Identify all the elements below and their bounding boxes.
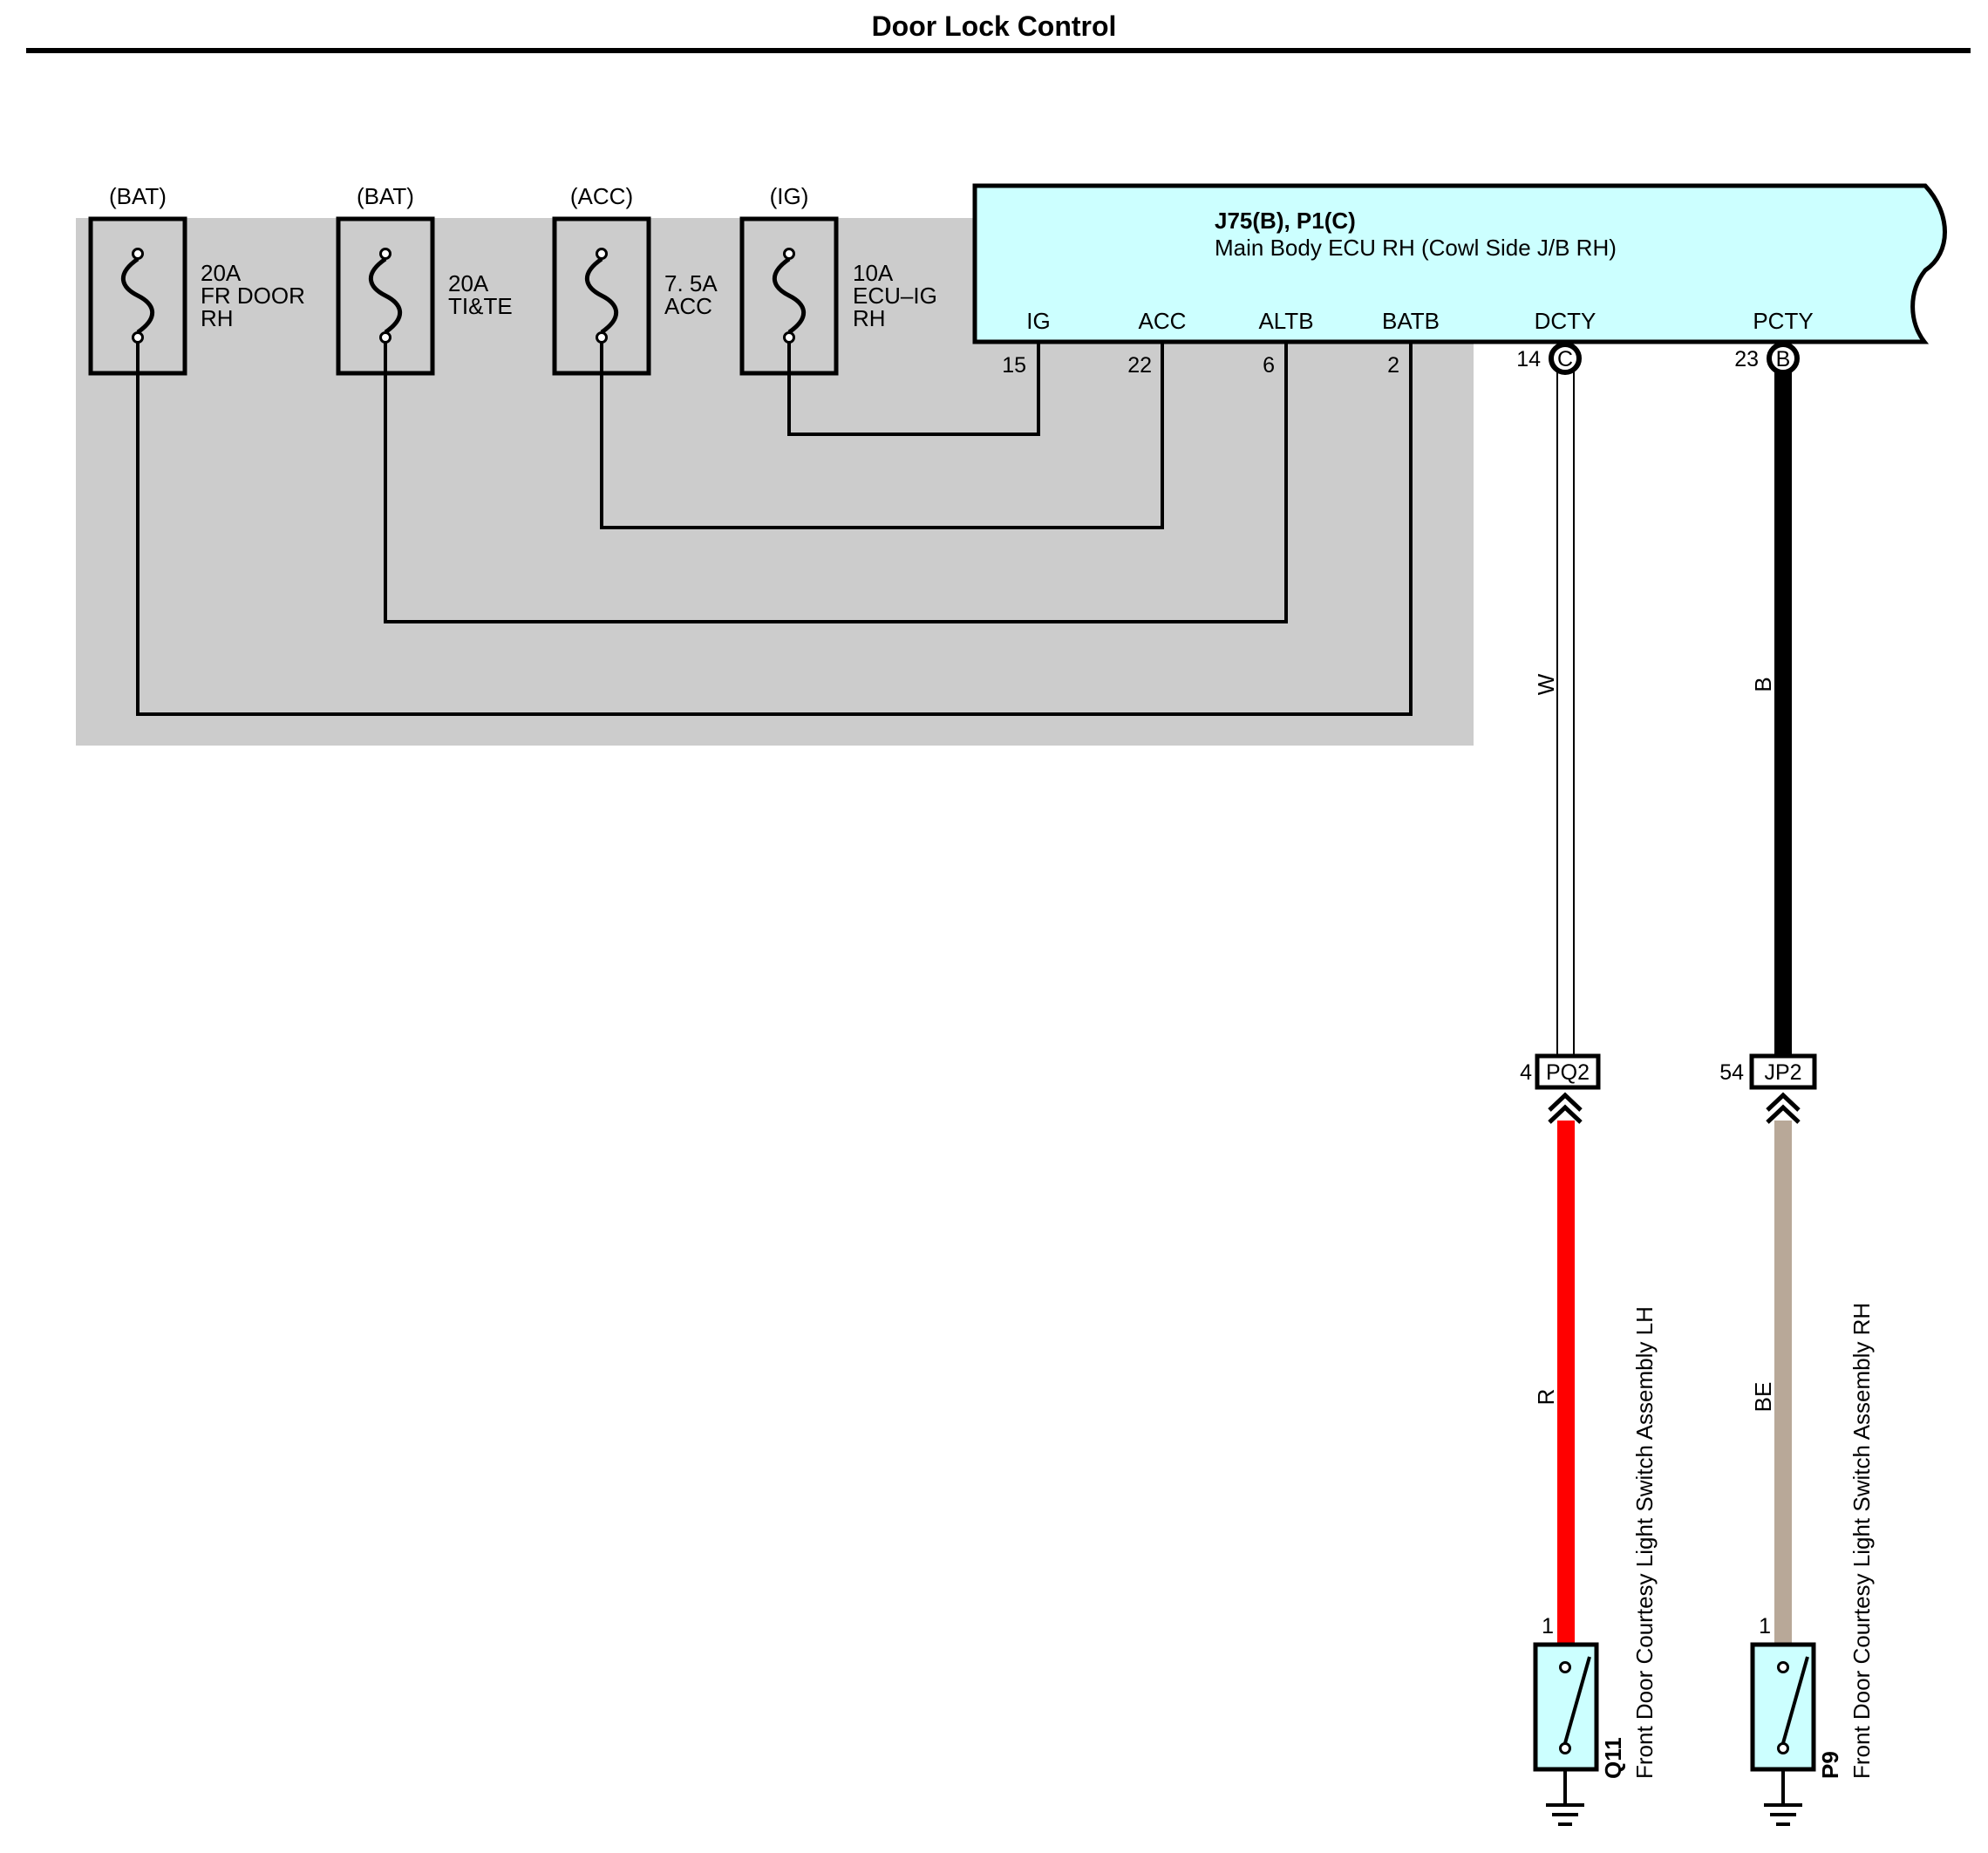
pin-number: 14 bbox=[1516, 347, 1541, 371]
connector-pin: 4 bbox=[1520, 1060, 1532, 1085]
fuse-source-label: (ACC) bbox=[570, 183, 633, 209]
ground-icon bbox=[1546, 1803, 1584, 1826]
connector-name: PQ2 bbox=[1546, 1060, 1590, 1085]
fuse-element-icon bbox=[120, 256, 155, 335]
pin-number: 2 bbox=[1387, 353, 1399, 378]
fuse-rating: 20A bbox=[448, 270, 489, 296]
connector-chevron-icon bbox=[1548, 1104, 1583, 1124]
fuse-rating: 20A bbox=[201, 260, 242, 286]
supply-wires bbox=[136, 341, 1413, 716]
switch-p9: 1 P9 Front Door Courtesy Light Switch As… bbox=[1750, 1303, 1875, 1826]
switch-pin: 1 bbox=[1542, 1614, 1554, 1638]
fuse-name-line1: ACC bbox=[664, 293, 712, 319]
terminal-label: ACC bbox=[1139, 308, 1187, 334]
switch-contact-icon bbox=[1781, 1656, 1809, 1744]
wire-ig bbox=[787, 341, 1040, 436]
switch-name: Front Door Courtesy Light Switch Assembl… bbox=[1631, 1306, 1658, 1779]
switch-q11: 1 Q11 Front Door Courtesy Light Switch A… bbox=[1533, 1306, 1658, 1826]
wire-pcty-upper bbox=[1774, 371, 1792, 1055]
fuse-name-line1: FR DOOR bbox=[201, 283, 305, 309]
terminal-label: PCTY bbox=[1753, 308, 1813, 334]
connector-name: JP2 bbox=[1764, 1060, 1801, 1085]
fuse-name-line1: ECU–IG bbox=[853, 283, 937, 309]
pin-number: 15 bbox=[1002, 353, 1026, 378]
connector-letter: C bbox=[1557, 347, 1573, 371]
wire-color-label: B bbox=[1750, 677, 1776, 691]
pin-number: 22 bbox=[1127, 353, 1152, 378]
fuse-element-icon bbox=[584, 256, 619, 335]
fuse-rating: 7. 5A bbox=[664, 270, 718, 296]
connector-chevron-icon bbox=[1548, 1092, 1583, 1112]
page-title: Door Lock Control bbox=[871, 10, 1117, 42]
main-body-ecu: J75(B), P1(C) Main Body ECU RH (Cowl Sid… bbox=[972, 183, 1947, 344]
wire-altb bbox=[384, 341, 1288, 623]
pin-number: 6 bbox=[1263, 353, 1275, 378]
wire-batb bbox=[136, 341, 1413, 716]
fuse-name-line2: RH bbox=[853, 305, 886, 331]
terminal-label: BATB bbox=[1382, 308, 1440, 334]
connector-jp2: 54 JP2 bbox=[1719, 1053, 1817, 1124]
switch-pin: 1 bbox=[1759, 1614, 1771, 1638]
connector-chevron-icon bbox=[1766, 1104, 1801, 1124]
wire-color-label: W bbox=[1533, 673, 1559, 695]
fuse-source-label: (IG) bbox=[770, 183, 809, 209]
fuse-name-line1: TI&TE bbox=[448, 293, 513, 319]
fuse-fr-door-rh: (BAT) 20A FR DOOR RH bbox=[88, 183, 305, 376]
wire-color-label: BE bbox=[1750, 1382, 1776, 1413]
fuse-name-line2: RH bbox=[201, 305, 234, 331]
fuse-ti-te: (BAT) 20A TI&TE bbox=[336, 183, 513, 376]
pin-number: 23 bbox=[1734, 347, 1759, 371]
terminal-label: IG bbox=[1026, 308, 1050, 334]
ground-icon bbox=[1764, 1803, 1802, 1826]
switch-id: P9 bbox=[1817, 1751, 1843, 1779]
wire-pcty-lower bbox=[1774, 1121, 1792, 1645]
connector-chevron-icon bbox=[1766, 1092, 1801, 1112]
fuse-rating: 10A bbox=[853, 260, 894, 286]
wire-color-label: R bbox=[1533, 1389, 1559, 1406]
ecu-name: Main Body ECU RH (Cowl Side J/B RH) bbox=[1215, 235, 1617, 261]
wire-acc bbox=[600, 341, 1164, 529]
terminal-label: DCTY bbox=[1535, 308, 1597, 334]
fuse-element-icon bbox=[368, 256, 403, 335]
switch-name: Front Door Courtesy Light Switch Assembl… bbox=[1848, 1303, 1875, 1779]
switch-contact-icon bbox=[1563, 1656, 1591, 1744]
wire-dcty-lower bbox=[1557, 1121, 1575, 1645]
switch-id: Q11 bbox=[1600, 1737, 1626, 1779]
fuse-source-label: (BAT) bbox=[357, 183, 414, 209]
wire-dcty-upper bbox=[1556, 371, 1575, 1055]
connector-pq2: 4 PQ2 bbox=[1520, 1053, 1601, 1124]
fuse-source-label: (BAT) bbox=[109, 183, 167, 209]
header-rule bbox=[26, 48, 1971, 53]
terminal-label: ALTB bbox=[1258, 308, 1313, 334]
ecu-connector-b: B bbox=[1767, 342, 1800, 375]
fuse-element-icon bbox=[772, 256, 807, 335]
connector-pin: 54 bbox=[1719, 1060, 1744, 1085]
connector-letter: B bbox=[1776, 347, 1791, 371]
ecu-id: J75(B), P1(C) bbox=[1215, 208, 1356, 234]
ecu-connector-c: C bbox=[1549, 342, 1582, 375]
